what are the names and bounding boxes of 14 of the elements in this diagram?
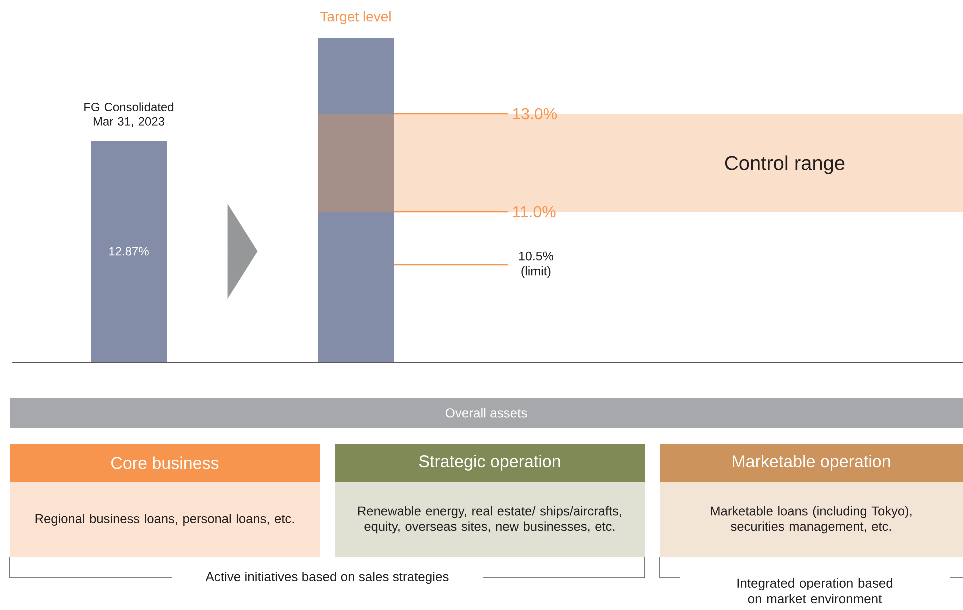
chevron-arrow [228,204,258,299]
bar: 12.87% [91,141,167,362]
overall-assets-bar: Overall assets [10,398,963,428]
category-box: Strategic operation Renewable energy, real estate/ ships/aircrafts, equity, overseas sites, new businesses, etc. [335,444,645,557]
bar-label: FG Consolidated Mar 31, 2023 [84,102,174,128]
leader-line [394,264,508,266]
leader-line [394,113,508,115]
category-box: Marketable operation Marketable loans (including Tokyo), securities management, etc. [660,444,963,557]
bracket-label: Integrated operation based on market environment [738,578,893,604]
bar-label: Target level [320,11,391,25]
category-box: Core business Regional business loans, personal loans, etc. [10,444,320,557]
bracket-label: Active initiatives based on sales strategies [206,572,449,584]
leader-line [394,211,508,213]
limit-label: 10.5% (limit) [519,252,554,278]
